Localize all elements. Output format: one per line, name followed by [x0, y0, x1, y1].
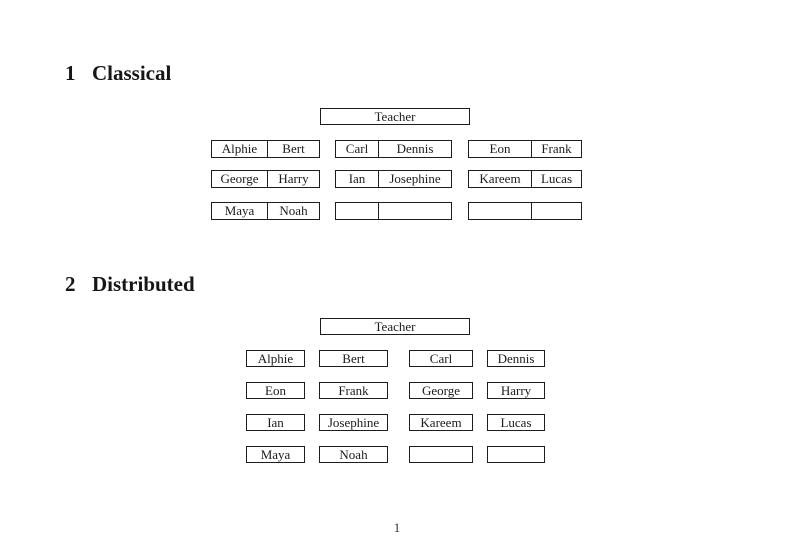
desk-seat: Lucas: [487, 414, 545, 431]
section-number: 1: [65, 61, 76, 85]
desk-seat: Frank: [319, 382, 388, 399]
desk-pair: Alphie Bert: [211, 140, 320, 158]
desk-seat-empty: [532, 203, 581, 219]
desk-seat: Carl: [409, 350, 473, 367]
desk-pair: Kareem Lucas: [468, 170, 582, 188]
section-title: Distributed: [92, 272, 195, 296]
desk-seat-empty: [469, 203, 532, 219]
desk-seat: Alphie: [246, 350, 305, 367]
desk-seat: Josephine: [319, 414, 388, 431]
page-number: 1: [393, 520, 401, 535]
desk-seat: George: [212, 171, 268, 187]
teacher-desk: Teacher: [320, 318, 470, 335]
teacher-label: Teacher: [374, 318, 416, 334]
desk-pair: Eon Frank: [468, 140, 582, 158]
teacher-label: Teacher: [374, 108, 416, 124]
desk-seat: Ian: [336, 171, 379, 187]
desk-pair: George Harry: [211, 170, 320, 188]
desk-seat-empty: [379, 203, 451, 219]
desk-seat: Maya: [246, 446, 305, 463]
desk-seat: Harry: [487, 382, 545, 399]
desk-pair-empty: [335, 202, 452, 220]
desk-seat: Josephine: [389, 171, 441, 186]
desk-seat: Bert: [319, 350, 388, 367]
desk-seat-empty: [336, 203, 379, 219]
desk-pair: Ian Josephine: [335, 170, 452, 188]
desk-seat: Bert: [282, 141, 305, 156]
section-heading-classical: 1 Classical: [65, 62, 171, 85]
desk-seat: Frank: [541, 141, 572, 156]
desk-seat: George: [409, 382, 473, 399]
desk-seat-empty: [487, 446, 545, 463]
desk-pair-empty: [468, 202, 582, 220]
desk-seat: Alphie: [212, 141, 268, 157]
desk-seat: Kareem: [469, 171, 532, 187]
desk-seat: Ian: [246, 414, 305, 431]
desk-pair: Maya Noah: [211, 202, 320, 220]
desk-seat: Dennis: [487, 350, 545, 367]
section-number: 2: [65, 272, 76, 296]
desk-seat: Lucas: [540, 171, 573, 186]
desk-seat: Noah: [319, 446, 388, 463]
teacher-desk: Teacher: [320, 108, 470, 125]
section-title: Classical: [92, 61, 172, 85]
desk-seat: Maya: [212, 203, 268, 219]
desk-seat: Eon: [246, 382, 305, 399]
section-heading-distributed: 2 Distributed: [65, 273, 195, 296]
desk-seat: Carl: [336, 141, 379, 157]
desk-seat: Noah: [279, 203, 308, 218]
desk-seat-empty: [409, 446, 473, 463]
desk-seat: Kareem: [409, 414, 473, 431]
desk-seat: Dennis: [396, 141, 434, 156]
desk-pair: Carl Dennis: [335, 140, 452, 158]
desk-seat: Harry: [278, 171, 309, 186]
desk-seat: Eon: [469, 141, 532, 157]
